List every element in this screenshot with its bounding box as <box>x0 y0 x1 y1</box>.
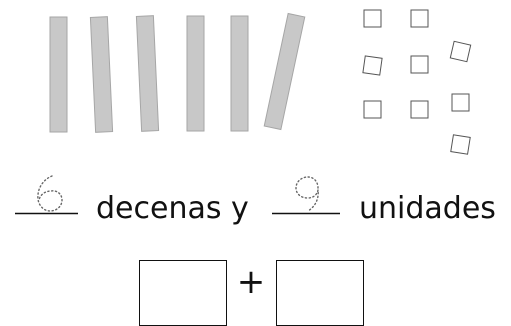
unit-cube <box>451 93 470 112</box>
unit-cube <box>362 55 383 76</box>
unit-cube <box>410 55 429 74</box>
tens-answer-blank <box>15 175 78 215</box>
ten-rods <box>49 12 306 133</box>
ten-rod <box>49 16 68 133</box>
tens-value-input-box[interactable] <box>139 260 227 326</box>
unit-cube <box>449 40 472 63</box>
unit-cube <box>363 100 382 119</box>
tens-answer-traced-digit <box>37 175 63 212</box>
ten-rod <box>230 15 249 132</box>
plus-sign: + <box>236 262 266 302</box>
ten-rod <box>186 15 205 132</box>
units-word: unidades <box>359 191 496 226</box>
unit-cube <box>410 9 429 28</box>
unit-cube <box>450 134 471 155</box>
units-answer-traced-digit <box>295 176 319 212</box>
tens-word: decenas y <box>96 191 249 226</box>
ten-rod <box>263 12 306 131</box>
ten-rod <box>89 16 114 133</box>
unit-cube <box>363 9 382 28</box>
unit-cube <box>410 100 429 119</box>
units-value-input-box[interactable] <box>276 260 364 326</box>
ten-rod <box>135 15 160 132</box>
units-answer-blank <box>272 176 340 215</box>
unit-cubes <box>362 9 472 155</box>
